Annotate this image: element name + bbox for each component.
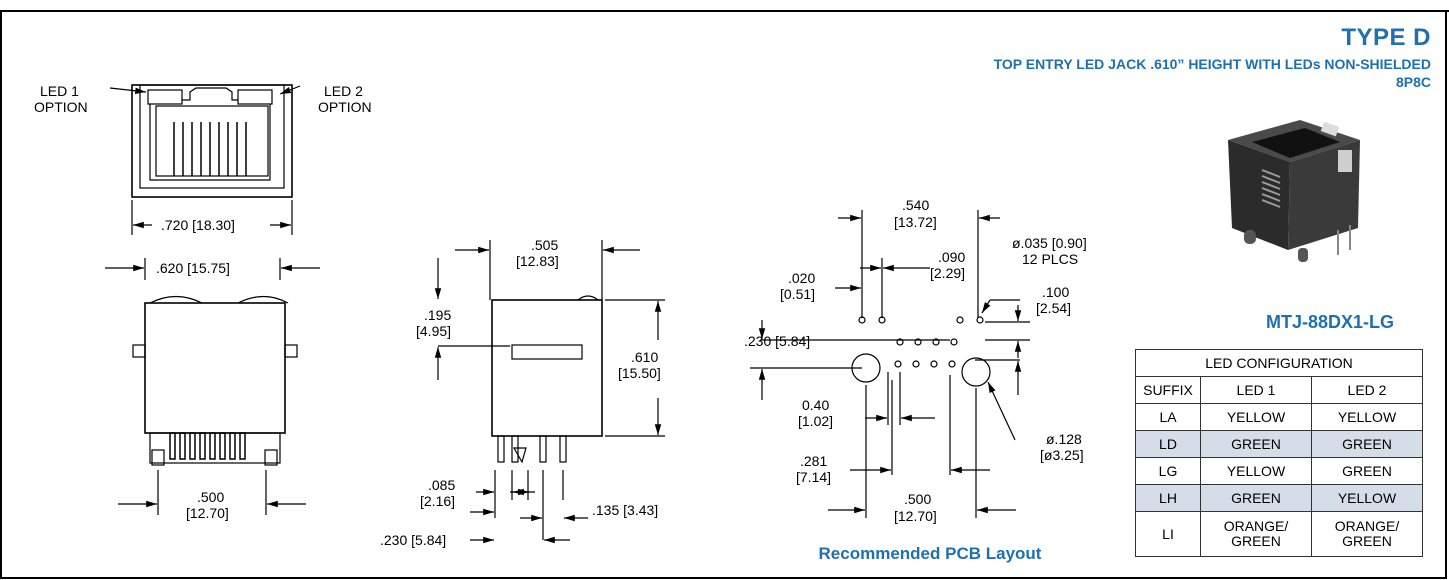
pcb-dim-281: .281	[800, 453, 827, 469]
pcb-dim-100-mm: [2.54]	[1036, 300, 1071, 316]
pin-spacing-a-mm: [2.16]	[420, 493, 455, 509]
led1-option: OPTION	[34, 99, 88, 115]
bottom-view	[105, 258, 320, 515]
front-view	[109, 84, 301, 235]
dimension-labels: LED 1 OPTION LED 2 OPTION .720 [18.30] .…	[34, 83, 1087, 548]
photo-led-top	[1320, 121, 1340, 137]
led2-cell: YELLOW	[1311, 403, 1423, 431]
pcb-dim-100: .100	[1042, 284, 1069, 300]
pin-span-dim-mm: [12.70]	[186, 505, 229, 521]
photo-peg-left	[1244, 230, 1256, 244]
hole-count: 12 PLCS	[1022, 251, 1078, 267]
top-border	[0, 10, 1449, 12]
suffix-cell: LH	[1135, 484, 1201, 512]
led2-cell: GREEN	[1311, 457, 1423, 485]
pcb-dim-500: .500	[904, 491, 931, 507]
led2-cell: ORANGE/ GREEN	[1311, 511, 1423, 557]
led1-cell: GREEN	[1200, 484, 1312, 512]
led-offset-dim: .195	[424, 307, 451, 323]
height-dim-mm: [15.50]	[618, 365, 661, 381]
pcb-dim-040: 0.40	[802, 397, 829, 413]
pcb-dim-020-mm: [0.51]	[780, 286, 815, 302]
photo-led-side	[1338, 150, 1352, 172]
suffix-cell: LG	[1135, 457, 1201, 485]
led2-cell: GREEN	[1311, 430, 1423, 458]
pcb-dim-281-mm: [7.14]	[796, 469, 831, 485]
peg-diameter: ø.128	[1046, 431, 1082, 447]
table-header-row: SUFFIX LED 1 LED 2	[1135, 376, 1423, 404]
pin-span-dim: .500	[197, 489, 224, 505]
photo-left-face	[1228, 140, 1290, 250]
suffix-cell: LI	[1135, 511, 1201, 557]
table-row: LG YELLOW GREEN	[1135, 457, 1423, 485]
led-configuration-table: LED CONFIGURATION SUFFIX LED 1 LED 2 LA …	[1135, 349, 1423, 557]
led1-cell: ORANGE/ GREEN	[1200, 511, 1312, 557]
led2-option: OPTION	[318, 99, 372, 115]
led2-label: LED 2	[324, 83, 363, 99]
depth-dim: .505	[531, 237, 558, 253]
pcb-dim-540: .540	[902, 197, 929, 213]
pin-spacing-c: .230 [5.84]	[380, 532, 446, 548]
table-row: LH GREEN YELLOW	[1135, 484, 1423, 512]
led1-cell: GREEN	[1200, 430, 1312, 458]
photo-port-opening	[1252, 128, 1340, 158]
suffix-cell: LA	[1135, 403, 1201, 431]
table-row: LD GREEN GREEN	[1135, 430, 1423, 458]
depth-dim-mm: [12.83]	[516, 253, 559, 269]
led2-cell: YELLOW	[1311, 484, 1423, 512]
height-dim: .610	[631, 349, 658, 365]
table-row: LI ORANGE/ GREEN ORANGE/ GREEN	[1135, 511, 1423, 557]
jack-photo	[1228, 120, 1360, 262]
led-offset-dim-mm: [4.95]	[416, 323, 451, 339]
column-header: LED 2	[1311, 376, 1423, 404]
pcb-layout	[750, 210, 1030, 518]
type-title: TYPE D	[1341, 24, 1431, 51]
pcb-dim-090-mm: [2.29]	[930, 265, 965, 281]
side-view	[434, 240, 665, 544]
pcb-layout-caption: Recommended PCB Layout	[818, 544, 1042, 563]
width-dim: .720 [18.30]	[161, 217, 235, 233]
pcb-dim-500-mm: [12.70]	[894, 508, 937, 524]
suffix-cell: LD	[1135, 430, 1201, 458]
top-width-dim: .620 [15.75]	[156, 260, 230, 276]
sheet-frame	[0, 10, 1447, 579]
hole-diameter: ø.035 [0.90]	[1012, 235, 1087, 251]
led1-label: LED 1	[40, 83, 79, 99]
column-header: SUFFIX	[1135, 376, 1201, 404]
table-title-row: LED CONFIGURATION	[1135, 349, 1423, 377]
part-number: MTJ-88DX1-LG	[1265, 312, 1395, 332]
pcb-dim-090: .090	[938, 249, 965, 265]
pcb-dim-540-mm: [13.72]	[894, 214, 937, 230]
peg-diameter-mm: [ø3.25]	[1040, 447, 1084, 463]
pcb-dim-040-mm: [1.02]	[798, 413, 833, 429]
led1-cell: YELLOW	[1200, 457, 1312, 485]
pcb-dim-020: .020	[788, 270, 815, 286]
photo-contacts	[1261, 169, 1281, 208]
table-row: LA YELLOW YELLOW	[1135, 403, 1423, 431]
product-subtitle: TOP ENTRY LED JACK .610” HEIGHT WITH LED…	[993, 56, 1431, 72]
pin-spacing-a: .085	[428, 477, 455, 493]
contact-code: 8P8C	[1395, 74, 1431, 90]
column-header: LED 1	[1200, 376, 1312, 404]
photo-peg-mid	[1298, 248, 1308, 262]
pin-spacing-b: .135 [3.43]	[592, 502, 658, 518]
led1-cell: YELLOW	[1200, 403, 1312, 431]
table-title: LED CONFIGURATION	[1135, 349, 1423, 377]
pcb-dim-230: .230 [5.84]	[744, 333, 810, 349]
